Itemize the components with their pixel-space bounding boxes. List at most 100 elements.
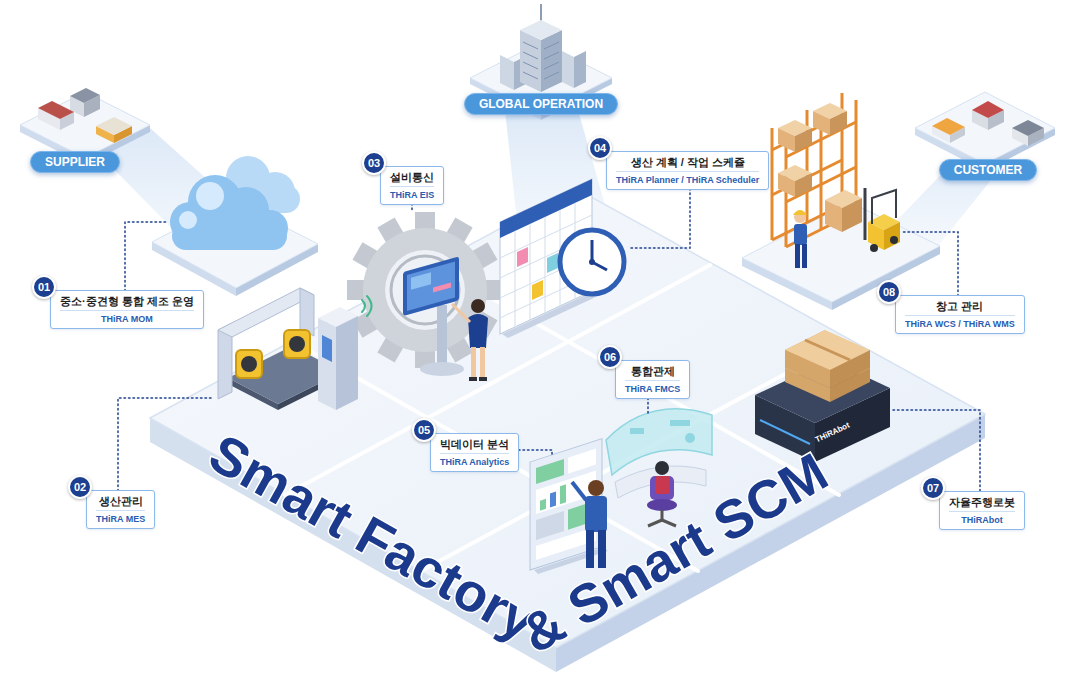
warehouse [872, 190, 896, 224]
location-pill: SUPPLIER [30, 151, 120, 173]
calendar-board [500, 179, 592, 238]
warehouse [825, 200, 842, 232]
node-heading: 08 [883, 286, 895, 298]
warehouse [802, 244, 807, 268]
production-machine [362, 296, 372, 316]
calendar-board [544, 217, 545, 313]
callout-box: 중소·중견형 통합 제조 운영THiRA MOM [50, 290, 204, 329]
gear [363, 228, 487, 352]
gear [347, 212, 503, 368]
kiosk [480, 347, 485, 379]
callout-number: 01 [32, 275, 56, 299]
supplier-tile [96, 117, 132, 135]
node-heading: GLOBAL OPERATION [479, 94, 603, 114]
node-heading: 생산관리 [96, 494, 145, 508]
kiosk [411, 272, 431, 290]
product-name: THiRA WCS / THiRA WMS [905, 315, 1015, 330]
node-heading: 창고 관리 [905, 299, 1015, 313]
callout-number: 03 [362, 151, 386, 175]
callout-number: 06 [598, 345, 622, 369]
global-tile [520, 30, 541, 92]
production-machine [241, 356, 257, 372]
product-name: THiRA EIS [390, 186, 434, 201]
global-tile [544, 62, 559, 69]
warehouse [795, 173, 812, 197]
agv-robot [760, 420, 810, 444]
bigdata-board [586, 530, 594, 568]
global-tile [500, 55, 514, 90]
agv-robot [830, 350, 870, 388]
global-tile [523, 42, 559, 79]
control-room [606, 409, 712, 475]
calendar-board [529, 224, 530, 320]
bigdata-board [572, 482, 586, 500]
node-heading: 생산 계획 / 작업 스케쥴 [616, 155, 759, 169]
control-room [606, 409, 712, 526]
location-pill: CUSTOMER [939, 159, 1037, 181]
product-name: THiRA MES [96, 510, 145, 525]
warehouse [742, 93, 940, 310]
kiosk [471, 299, 485, 313]
warehouse [842, 198, 862, 232]
warehouse [778, 128, 795, 152]
leader-line [118, 398, 212, 500]
production-machine [236, 350, 262, 378]
bigdata-board [550, 492, 556, 508]
kiosk [437, 305, 447, 367]
kiosk [479, 377, 487, 381]
control-room [670, 420, 690, 426]
calendar-board [560, 230, 624, 294]
kiosk [452, 304, 470, 322]
customer-tile [1012, 120, 1044, 136]
callout-box: 자율주행로봇THiRAbot [939, 491, 1025, 530]
calendar-board [591, 240, 594, 262]
global-tile [574, 51, 586, 88]
kiosk [471, 347, 476, 379]
control-room [655, 476, 670, 494]
platform [150, 188, 985, 672]
warehouse [795, 128, 812, 152]
warehouse [813, 111, 830, 135]
kiosk [407, 261, 455, 310]
bigdata-board [568, 449, 596, 474]
production-machine [362, 300, 365, 312]
warehouse [890, 236, 898, 244]
warehouse [820, 117, 823, 229]
customer-tile [972, 101, 1004, 118]
production-machine [284, 330, 310, 358]
node-heading: 03 [368, 157, 380, 169]
warehouse [794, 211, 806, 223]
diagram-title: Smart Factory & Smart SCM [200, 422, 837, 664]
kiosk [420, 362, 464, 376]
callout-number: 07 [921, 476, 945, 500]
calendar-board [589, 259, 595, 265]
global-tile [523, 62, 538, 69]
callout-number: 04 [588, 136, 612, 160]
gear [347, 212, 503, 368]
location-pill: GLOBAL OPERATION [464, 93, 618, 115]
warehouse [795, 244, 800, 268]
node-heading: 통합관제 [625, 364, 680, 378]
production-machine [218, 288, 372, 410]
cloud-tile [179, 211, 197, 229]
global-tile [523, 42, 538, 49]
global-tile [470, 4, 612, 120]
warehouse [793, 210, 807, 215]
customer-tile [932, 118, 965, 135]
warehouse [794, 224, 807, 245]
platform [433, 265, 839, 495]
warehouse [884, 222, 900, 250]
global-tile [540, 4, 542, 22]
control-room [647, 499, 677, 511]
bigdata-board [588, 480, 604, 496]
callout-box: 통합관제THiRA FMCS [615, 360, 690, 399]
warehouse [771, 128, 774, 240]
callout-box: 창고 관리 THiRA WCS / THiRA WMS [895, 295, 1025, 334]
production-machine [367, 296, 372, 316]
leader-line [118, 175, 980, 500]
product-name: THiRA Planner / THiRA Scheduler [616, 171, 759, 186]
warehouse [864, 188, 867, 240]
node-heading: 02 [74, 481, 86, 493]
kiosk [433, 283, 451, 293]
platform [150, 188, 985, 648]
